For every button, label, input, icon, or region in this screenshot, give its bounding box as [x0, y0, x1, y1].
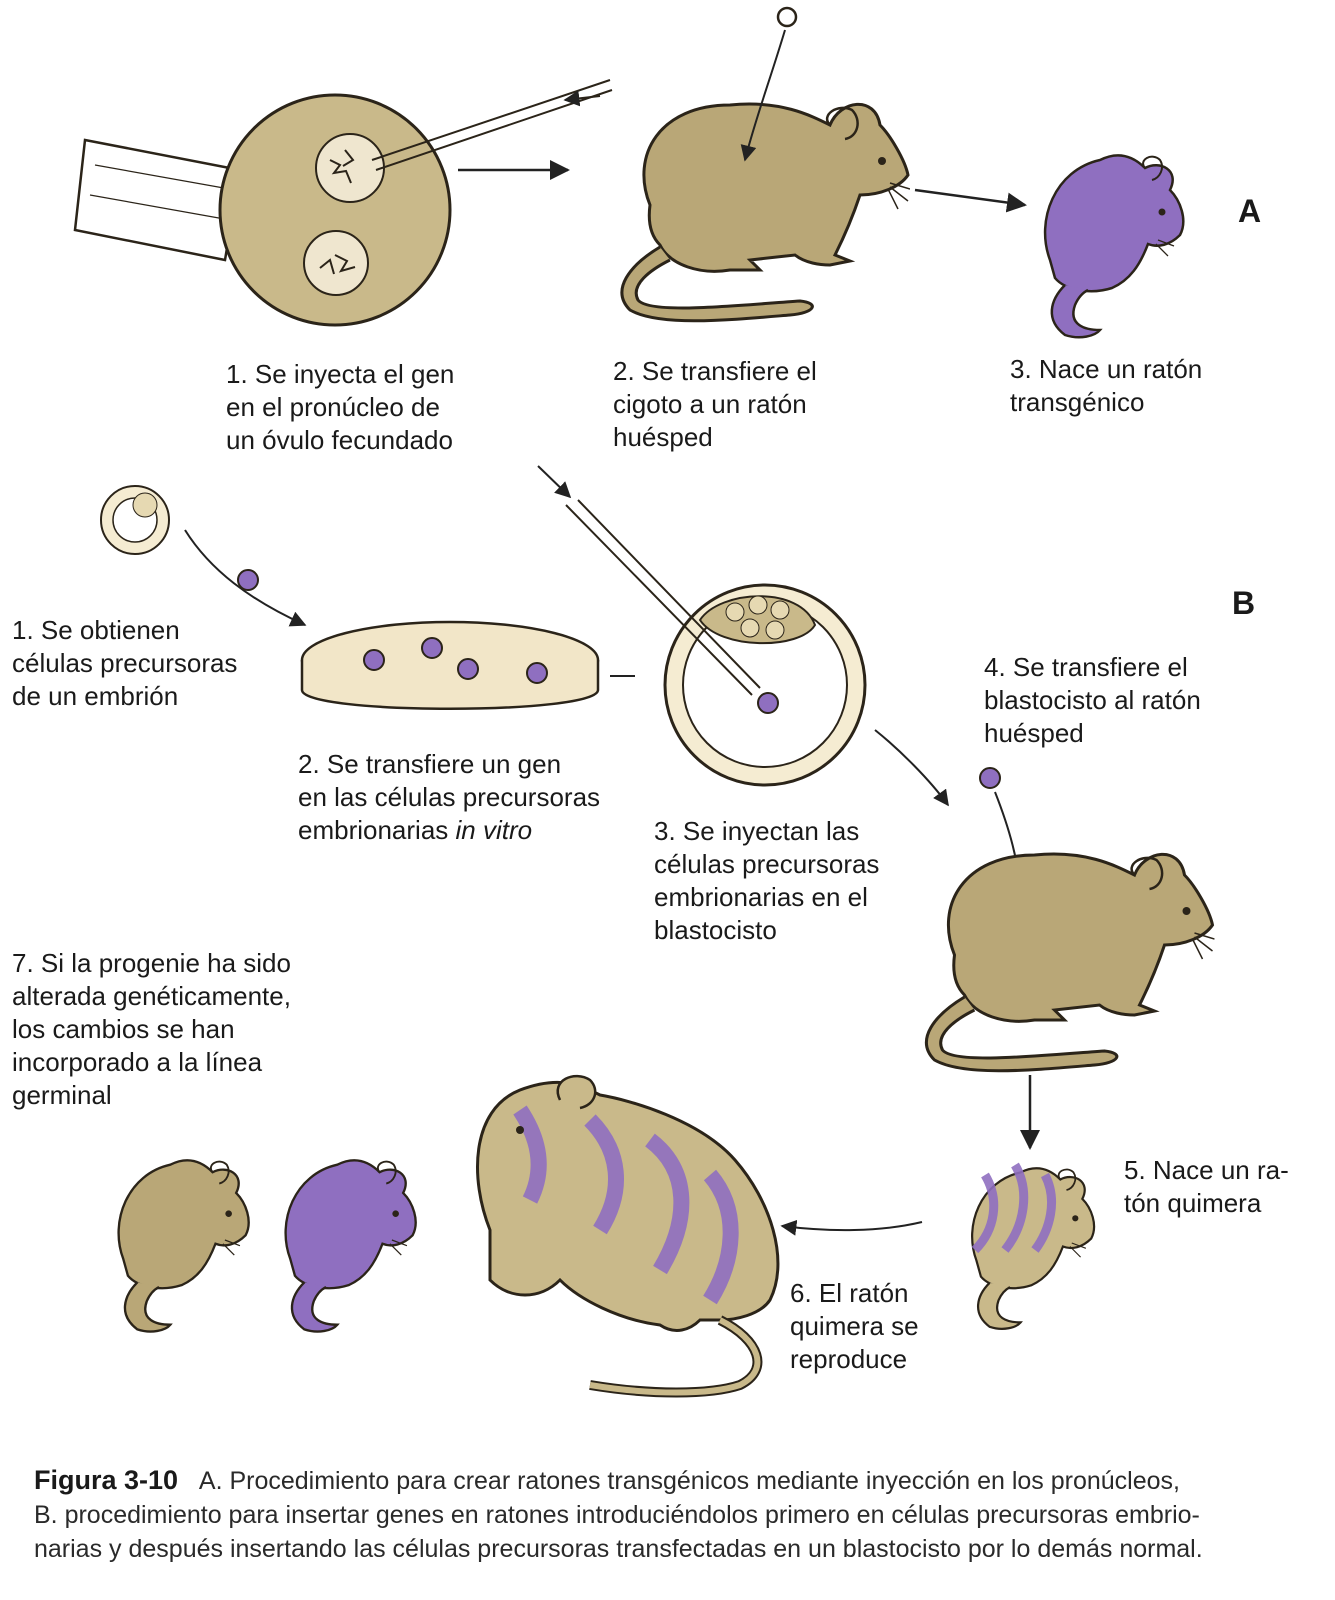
transgenic-mouse [1045, 155, 1183, 337]
holding-pipette [73, 138, 242, 262]
fertilized-egg [218, 93, 452, 327]
injection-micropipette [371, 79, 613, 171]
host-mouse-a [622, 104, 910, 321]
arrow-blastocyst-to-host [874, 729, 949, 807]
arrow-zygote-into-host [740, 29, 786, 162]
arrow-chimera-to-breeding [780, 1219, 923, 1236]
blastocyst-dot [979, 767, 1001, 789]
figure-number: Figura 3-10 [34, 1465, 179, 1495]
caption-line-3: narias y después insertando las células … [34, 1535, 1203, 1563]
progeny-mouse-normal [119, 1160, 249, 1331]
embryo-blastocyst-small [100, 485, 170, 555]
part-label-b: B [1232, 585, 1256, 621]
arrow-host-to-transgenic [914, 188, 1027, 213]
chimera-mouse-small [972, 1162, 1094, 1329]
zygote-dot [776, 6, 798, 28]
petri-dish [300, 620, 600, 710]
arrow-embryo-to-dish [184, 529, 307, 627]
b-step5-label: 5. Nace un ra-tón quimera [1124, 1155, 1289, 1218]
blastocyst-large [663, 583, 867, 787]
chimera-mouse-large [476, 1074, 780, 1398]
injection-needle-b [537, 465, 761, 696]
caption-line-1: A. Procedimiento para crear ratones tran… [198, 1467, 1180, 1495]
figure-caption: Figura 3-10 A. Procedimiento para crear … [34, 1463, 1324, 1566]
host-mouse-b [926, 854, 1214, 1071]
caption-line-2: B. procedimiento para insertar genes en … [34, 1501, 1200, 1529]
part-label-a: A [1238, 193, 1262, 229]
progeny-mouse-transgenic [286, 1160, 416, 1331]
stem-cell-dot [237, 569, 259, 591]
in-vitro-italic: in vitro [455, 815, 533, 845]
